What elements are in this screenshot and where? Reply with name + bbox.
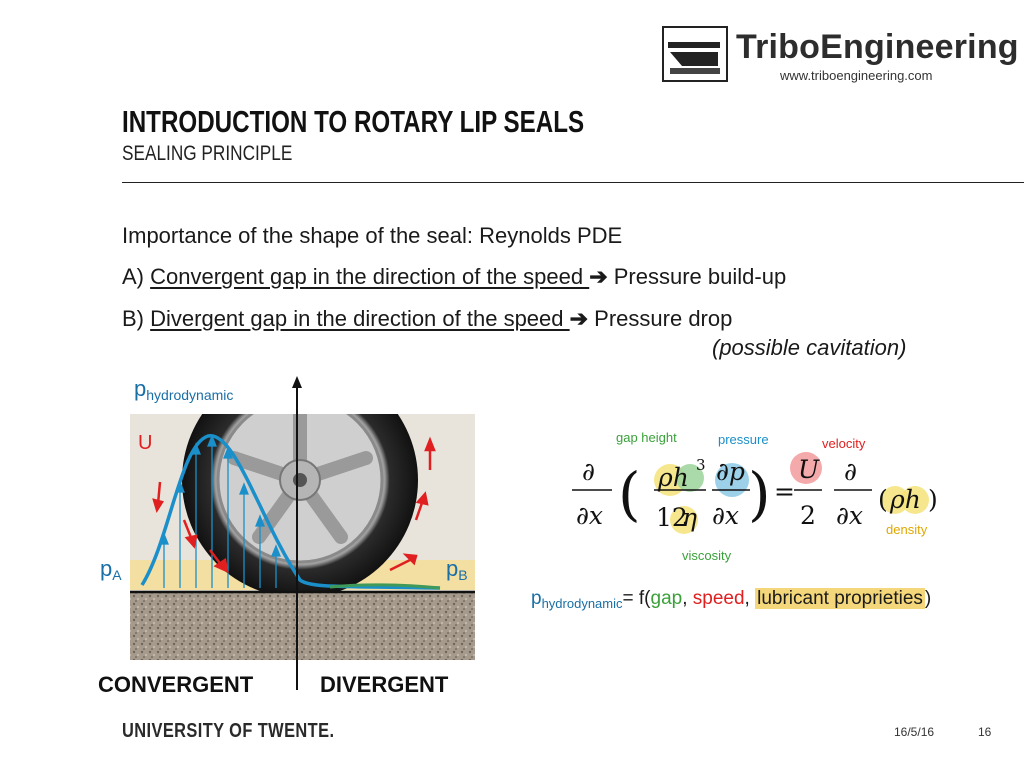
- rotation-arrows: [152, 436, 436, 574]
- p-hydrodynamic-axis-label: phydrodynamic: [134, 376, 234, 403]
- lubricant-term: lubricant proprieties: [755, 588, 925, 609]
- point-b-note: (possible cavitation): [712, 335, 907, 360]
- university-logo: UNIVERSITY OF TWENTE.: [122, 720, 335, 742]
- convergent-label: CONVERGENT: [98, 672, 254, 697]
- triboengineering-logo-icon: [662, 26, 728, 82]
- slide-number: 16: [978, 725, 992, 739]
- svg-text:12: 12: [656, 503, 688, 532]
- seal-pressure-figure: phydrodynamic U pA pB CONVERGENT DIVERGE…: [98, 370, 520, 710]
- logo-brand-name: TriboEngineering: [736, 28, 1019, 66]
- tire-pressure-illustration: [130, 376, 475, 690]
- density-annotation: density: [886, 522, 928, 537]
- divergent-label: DIVERGENT: [320, 672, 449, 697]
- point-b-underlined: Divergent gap in the direction of the sp…: [150, 306, 570, 331]
- svg-text:U: U: [798, 455, 820, 484]
- equation-graphic: ∂ ∂x ( ρh 3 12η ∂p ∂x ) = U 2 ∂ ∂x ( ρh ): [572, 452, 938, 534]
- right-arrow-icon: ➔: [589, 264, 608, 289]
- slide-subtitle: SEALING PRINCIPLE: [122, 142, 293, 165]
- velocity-label: U: [138, 432, 153, 454]
- svg-text:∂x: ∂x: [712, 501, 739, 530]
- triboengineering-logo: TriboEngineering www.triboengineering.co…: [662, 22, 1019, 92]
- svg-text:): ): [748, 460, 771, 528]
- svg-text:∂x: ∂x: [576, 501, 603, 530]
- speed-term: speed: [692, 588, 745, 609]
- header-divider: [122, 182, 1024, 183]
- svg-text:ρh: ρh: [889, 485, 921, 514]
- slide-title: INTRODUCTION TO ROTARY LIP SEALS: [122, 104, 585, 139]
- pa-label: pA: [100, 556, 122, 583]
- svg-text:∂: ∂: [582, 457, 595, 486]
- pressure-curve: [140, 434, 441, 590]
- svg-text:2: 2: [800, 501, 816, 530]
- pressure-annotation: pressure: [718, 432, 769, 447]
- svg-text:η: η: [682, 503, 697, 532]
- svg-text:∂p: ∂p: [716, 457, 745, 486]
- tire-image: [130, 414, 475, 660]
- logo-url: www.triboengineering.com: [780, 68, 933, 83]
- gap-term: gap: [650, 588, 683, 609]
- point-a-prefix: A): [122, 264, 151, 289]
- right-arrow-icon: ➔: [569, 306, 589, 331]
- svg-text:(: (: [618, 460, 641, 528]
- svg-text:ρh: ρh: [657, 463, 689, 492]
- point-a: A) Convergent gap in the direction of th…: [122, 264, 786, 290]
- gap-height-annotation: gap height: [616, 430, 677, 445]
- viscosity-annotation: viscosity: [682, 548, 732, 563]
- pb-label: pB: [446, 556, 468, 583]
- point-a-underlined: Convergent gap in the direction of the s…: [150, 264, 590, 289]
- velocity-annotation: velocity: [822, 436, 866, 451]
- svg-text:(: (: [878, 485, 888, 514]
- point-b-prefix: B): [122, 306, 151, 331]
- point-b: B) Divergent gap in the direction of the…: [122, 306, 732, 332]
- svg-text:3: 3: [696, 456, 706, 474]
- slide-date: 16/5/16: [894, 725, 935, 739]
- hydrodynamic-function: phydrodynamic= f(gap, speed, lubricant p…: [531, 588, 932, 611]
- svg-text:): ): [928, 485, 938, 514]
- point-b-result: Pressure drop: [588, 306, 733, 331]
- intro-text: Importance of the shape of the seal: Rey…: [122, 223, 623, 248]
- svg-text:=: =: [774, 477, 795, 506]
- ground: [130, 592, 475, 660]
- point-a-result: Pressure build-up: [607, 264, 787, 289]
- svg-text:∂x: ∂x: [836, 501, 863, 530]
- svg-text:∂: ∂: [844, 457, 857, 486]
